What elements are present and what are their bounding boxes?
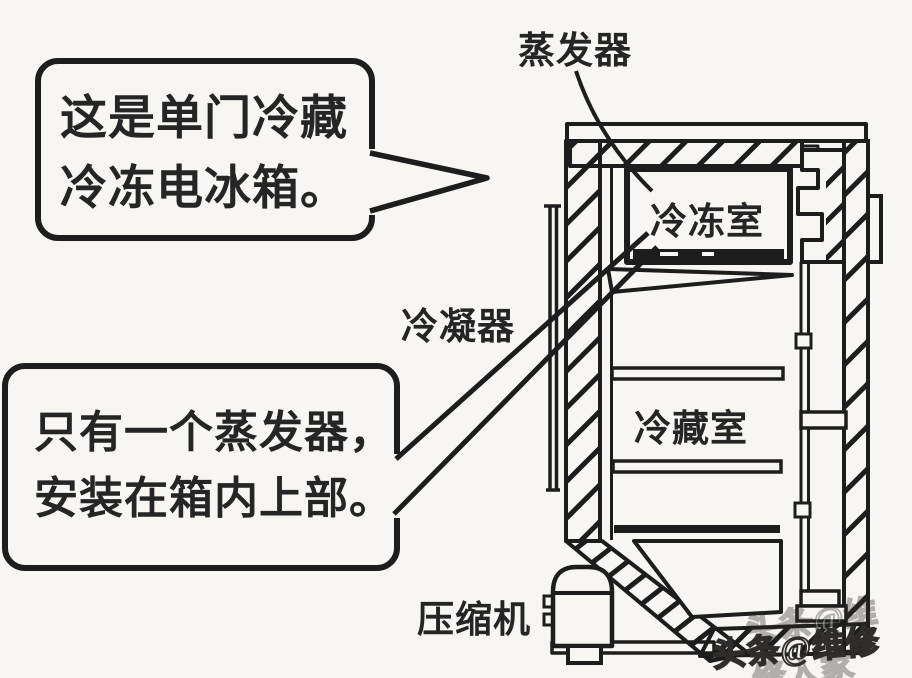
speech-bubble-top: 这是单门冷藏 冷冻电冰箱。	[60, 84, 348, 224]
shelf-bottom-strip	[614, 525, 780, 533]
fridge-shelves	[610, 366, 785, 533]
door-assembly	[793, 139, 883, 654]
shelf-lower	[611, 459, 783, 474]
compressor-label: 压缩机	[417, 600, 531, 641]
cabinet-body	[550, 122, 868, 663]
leader-lines	[392, 70, 659, 516]
evaporator-label: 蒸发器	[518, 31, 632, 72]
bubble-leader-line-2	[392, 245, 659, 516]
crisper-box	[632, 539, 783, 619]
freezer-compartment-label: 冷冻室	[650, 202, 764, 243]
left-wall-insulation	[564, 139, 602, 543]
speech-bubble-bottom: 只有一个蒸发器， 安装在箱内上部。	[34, 400, 394, 532]
bubble-leader-line-1	[394, 231, 650, 461]
speech-bubble-top-outline	[35, 58, 490, 241]
speech-bubble-bottom-outline	[2, 363, 404, 571]
freezer-evaporator-box	[624, 166, 793, 265]
drip-tray	[606, 267, 794, 294]
condenser-label: 冷凝器	[401, 307, 515, 348]
compressor-body	[542, 564, 615, 665]
bubble-top-line1: 这是单门冷藏	[60, 93, 348, 145]
door-bottom-piece	[795, 604, 848, 623]
door-hinge	[866, 194, 883, 264]
compressor-foot	[566, 644, 603, 665]
shelf-upper	[610, 366, 785, 381]
door-shelf-tab-upper	[794, 332, 813, 350]
bubble-bottom-line1: 只有一个蒸发器，	[34, 408, 394, 457]
door-shelf-tab-lower	[793, 501, 812, 519]
door-shelf-upper	[799, 410, 848, 430]
top-insulation	[568, 139, 804, 168]
bubble-top-line2: 冷冻电冰箱。	[60, 163, 348, 215]
evaporator-leader-line	[574, 70, 654, 193]
door-outer-panel	[842, 139, 870, 654]
door-gasket-insulation	[826, 152, 842, 260]
cabinet-top-band	[565, 122, 868, 143]
bubble-bottom-line2: 安装在箱内上部。	[34, 474, 394, 523]
refrigerator-compartment-label: 冷藏室	[634, 409, 748, 450]
